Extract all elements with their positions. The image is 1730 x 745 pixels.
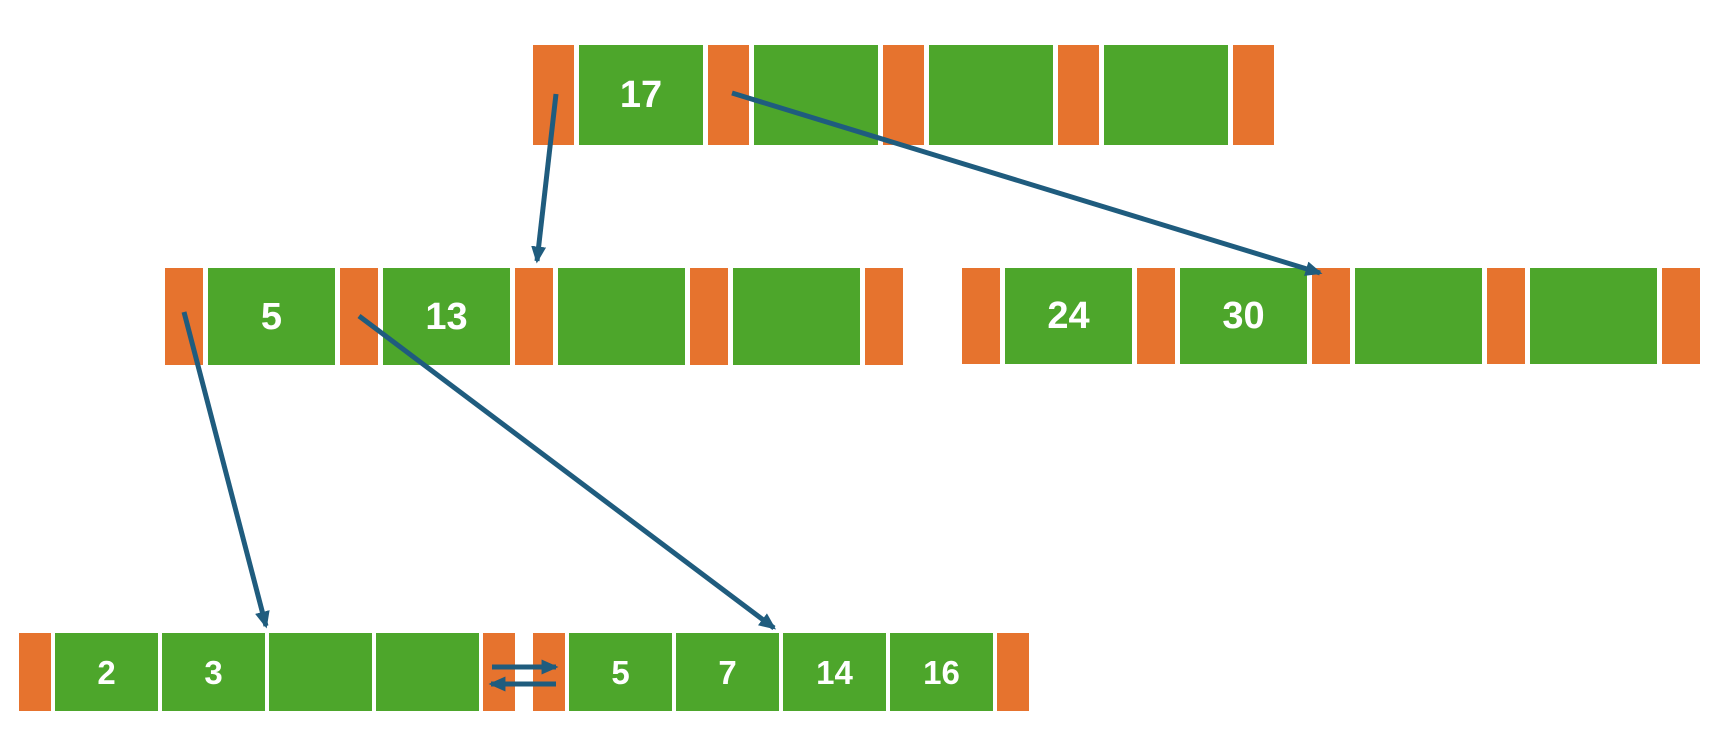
key-cell: 7 (676, 633, 779, 711)
key-cell (1530, 268, 1657, 364)
key-label: 17 (619, 74, 663, 116)
key-cell: 5 (208, 268, 335, 365)
pointer-cell (340, 268, 378, 365)
key-cell (558, 268, 685, 365)
pointer-cell (19, 633, 51, 711)
key-label: 3 (204, 653, 223, 691)
pointer-cell (1137, 268, 1175, 364)
pointer-cell (883, 45, 924, 145)
key-cell (1355, 268, 1482, 364)
pointer-cell (533, 45, 574, 145)
key-label: 14 (816, 653, 853, 691)
pointer-cell (533, 633, 565, 711)
key-cell: 14 (783, 633, 886, 711)
pointer-cell (1312, 268, 1350, 364)
key-cell (269, 633, 372, 711)
key-cell: 5 (569, 633, 672, 711)
key-cell (733, 268, 860, 365)
key-label: 2 (97, 653, 116, 691)
key-cell: 13 (383, 268, 510, 365)
key-label: 24 (1047, 295, 1090, 337)
key-label: 7 (718, 653, 737, 691)
key-cell: 3 (162, 633, 265, 711)
key-cell: 17 (579, 45, 703, 145)
pointer-cell (865, 268, 903, 365)
key-cell (1104, 45, 1228, 145)
pointer-cell (1058, 45, 1099, 145)
pointer-cell (1487, 268, 1525, 364)
key-label: 13 (425, 295, 468, 338)
key-cell: 30 (1180, 268, 1307, 364)
pointer-cell (1233, 45, 1274, 145)
key-label: 5 (260, 295, 283, 338)
pointer-cell (997, 633, 1029, 711)
key-cell (754, 45, 878, 145)
key-label: 30 (1222, 295, 1265, 337)
pointer-cell (962, 268, 1000, 364)
key-label: 16 (923, 653, 960, 691)
key-cell: 16 (890, 633, 993, 711)
key-cell (376, 633, 479, 711)
pointer-cell (708, 45, 749, 145)
key-label: 5 (611, 653, 630, 691)
key-cell (929, 45, 1053, 145)
pointer-cell (690, 268, 728, 365)
pointer-cell (1662, 268, 1700, 364)
key-cell: 24 (1005, 268, 1132, 364)
pointer-cell (515, 268, 553, 365)
pointer-cell (165, 268, 203, 365)
pointer-cell (483, 633, 515, 711)
key-cell: 2 (55, 633, 158, 711)
